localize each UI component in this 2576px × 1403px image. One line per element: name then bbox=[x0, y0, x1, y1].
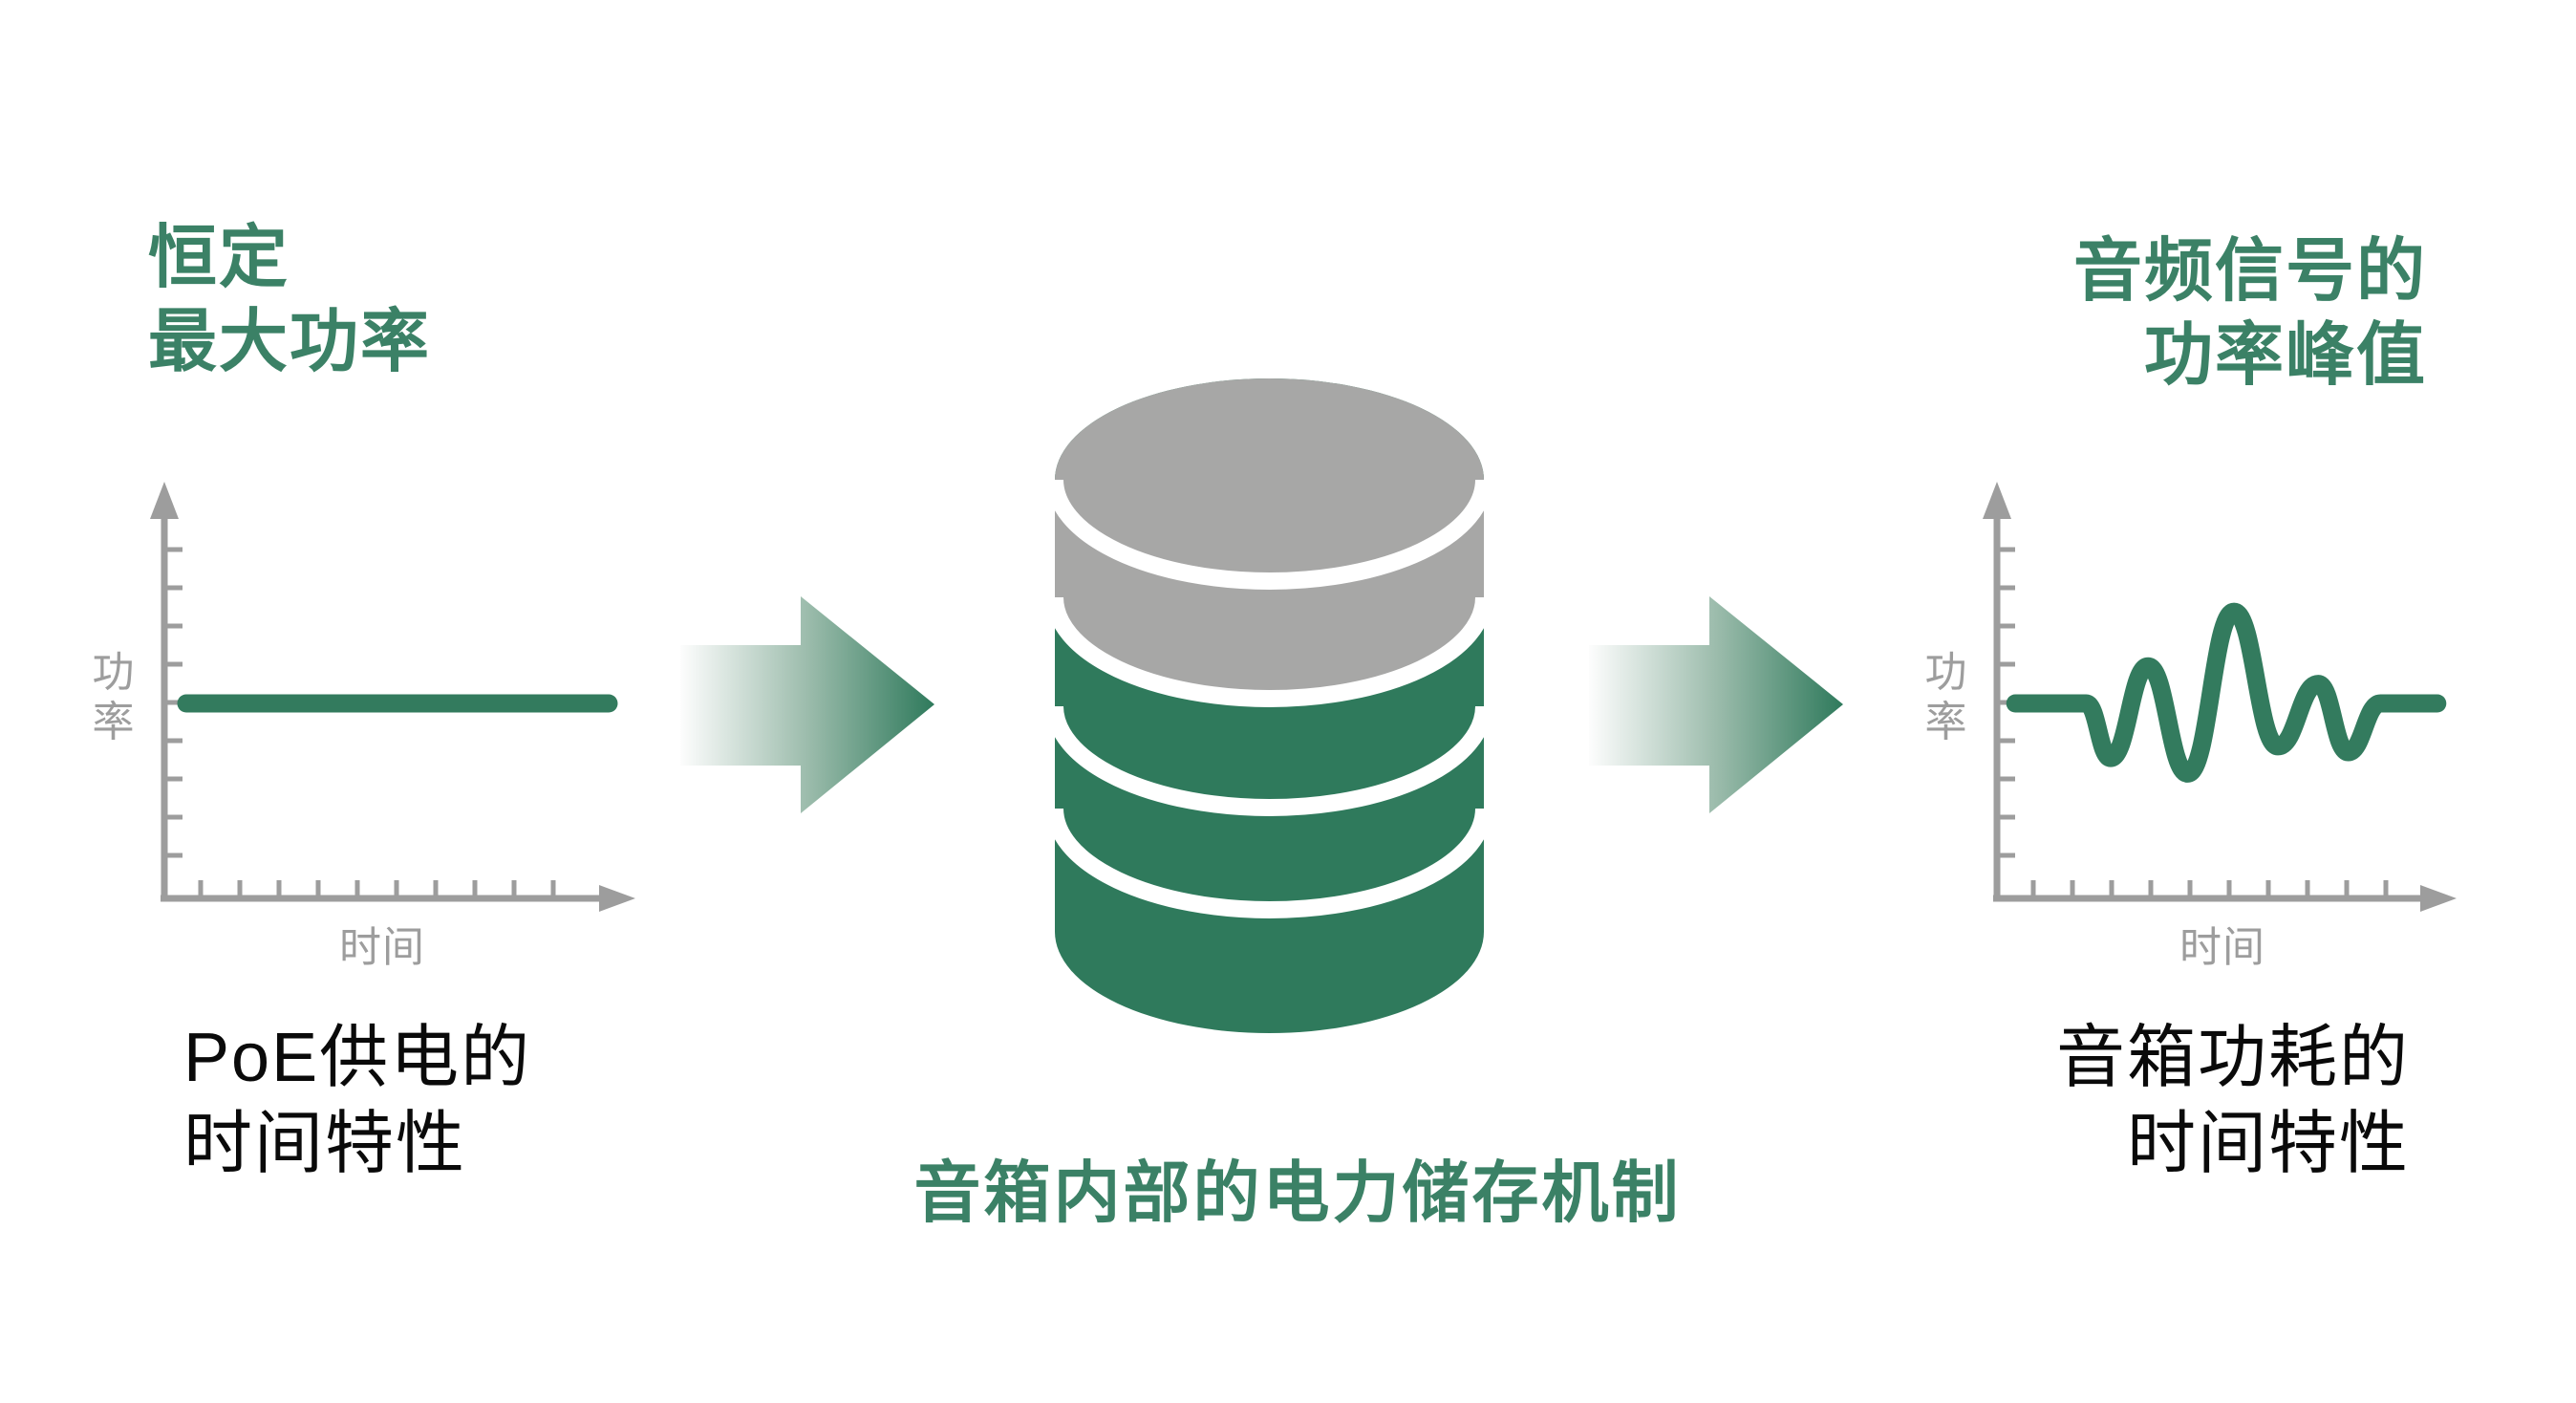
right-x-axis-arrow-icon bbox=[2420, 885, 2457, 912]
poe-caption-line1: PoE供电的 bbox=[183, 1020, 532, 1096]
right-chart-ticks bbox=[1999, 547, 2389, 896]
right-title-line1: 音频信号的 bbox=[2072, 233, 2427, 310]
right-x-axis-label: 时间 bbox=[2179, 924, 2265, 971]
left-title-line2: 最大功率 bbox=[148, 304, 432, 380]
left-x-axis-arrow-icon bbox=[599, 885, 635, 912]
speaker-caption-line2: 时间特性 bbox=[2126, 1106, 2410, 1182]
left-chart-ticks bbox=[166, 547, 556, 896]
right-title-line2: 功率峰值 bbox=[2143, 317, 2427, 394]
flow-arrow-right-icon bbox=[1589, 596, 1843, 813]
poe-caption-line2: 时间特性 bbox=[183, 1106, 467, 1182]
left-chart bbox=[150, 482, 635, 912]
database-cylinder-icon bbox=[1055, 378, 1484, 1033]
right-chart bbox=[1983, 482, 2457, 912]
left-title-line1: 恒定 bbox=[148, 220, 290, 296]
left-x-axis-label: 时间 bbox=[339, 924, 425, 971]
left-title: 恒定 最大功率 bbox=[148, 216, 431, 384]
center-caption: 音箱内部的电力储存机制 bbox=[913, 1155, 1682, 1230]
right-y-axis-label: 功 率 bbox=[1924, 649, 1968, 745]
left-chart-axes bbox=[161, 516, 613, 902]
right-y-axis-arrow-icon bbox=[1983, 482, 2011, 519]
flow-arrow-right-icon bbox=[680, 596, 934, 813]
left-y-axis-arrow-icon bbox=[150, 482, 179, 519]
speaker-caption: 音箱功耗的 时间特性 bbox=[2056, 1015, 2410, 1187]
right-title: 音频信号的 功率峰值 bbox=[2073, 229, 2427, 398]
right-chart-axes bbox=[1993, 516, 2435, 902]
left-y-axis-label: 功 率 bbox=[92, 649, 136, 745]
audio-power-waveform bbox=[2006, 602, 2447, 783]
cylinder-gray-top bbox=[1055, 378, 1484, 699]
cylinder-separators bbox=[1055, 479, 1484, 918]
speaker-caption-line1: 音箱功耗的 bbox=[2055, 1020, 2410, 1096]
poe-caption: PoE供电的 时间特性 bbox=[183, 1015, 531, 1187]
